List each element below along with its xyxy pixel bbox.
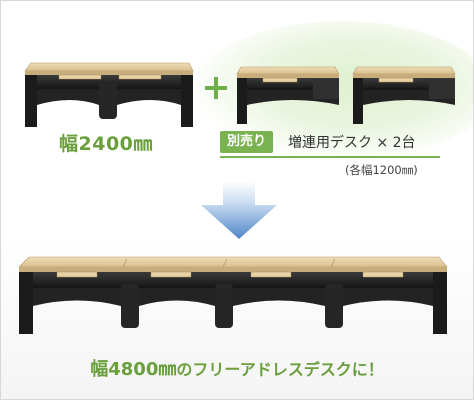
desk-2400 [24,62,194,127]
addon-desk-label: 増連用デスク × 2台 [288,135,416,151]
addon-width-note: (各幅1200㎜) [345,163,418,177]
result-caption: 幅4800㎜のフリーアドレスデスクに！ [1,355,473,381]
desk-2400-width-label: 幅2400㎜ [59,133,153,155]
result-text: のフリーアドレスデスクに！ [176,360,384,379]
addon-desk-2 [352,66,456,124]
result-width-label: 幅4800㎜ [90,359,177,380]
desk-4800 [18,256,448,334]
addon-underline [220,156,440,158]
sold-separately-badge: 別売り [220,131,274,153]
addon-desk-1 [236,66,340,124]
plus-icon [205,77,227,99]
arrow-down-icon [201,181,277,239]
